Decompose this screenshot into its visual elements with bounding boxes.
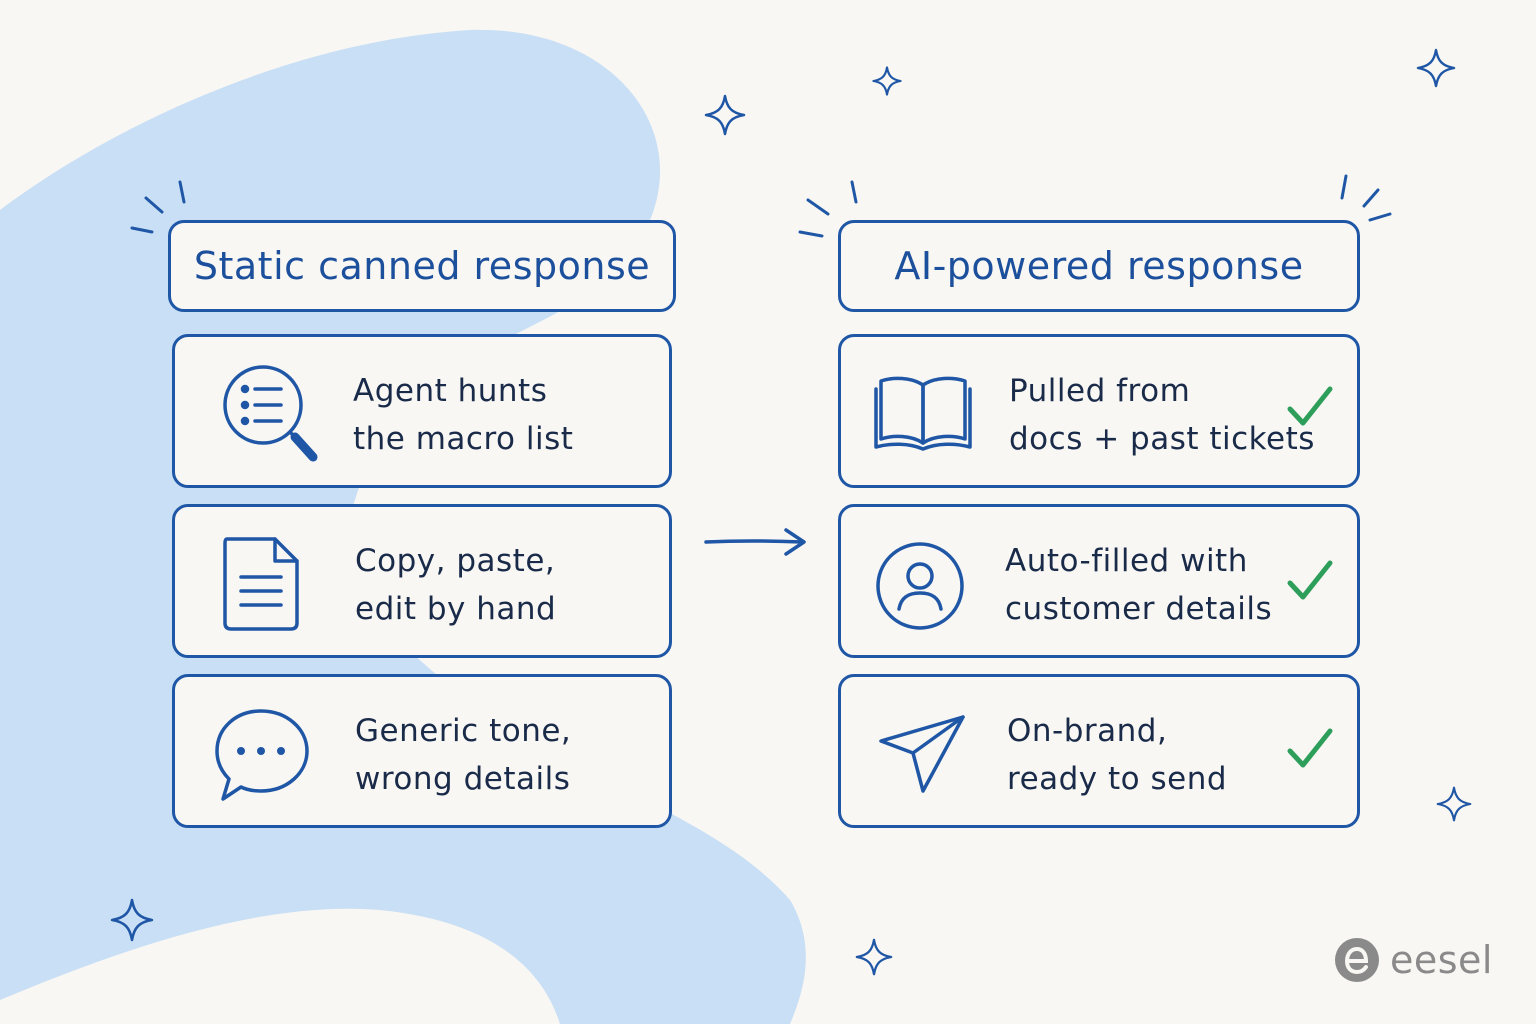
left-row-2: Copy, paste,edit by hand: [172, 504, 672, 658]
left-row-3: Generic tone,wrong details: [172, 674, 672, 828]
user-profile-icon: [876, 542, 964, 630]
document-icon: [223, 537, 299, 631]
eesel-logo: eesel: [1334, 936, 1493, 984]
checkmark-icon: [1287, 386, 1333, 426]
row-text: Copy, paste,edit by hand: [355, 543, 557, 627]
left-column-title-box: Static canned response: [168, 220, 676, 312]
sparkle-icon: [872, 66, 902, 96]
sparkle-icon: [110, 898, 154, 942]
row-text: Generic tone,wrong details: [355, 713, 572, 797]
sparkle-icon: [1416, 48, 1456, 88]
emphasis-marks: [1340, 174, 1392, 222]
emphasis-marks: [798, 180, 858, 238]
sparkle-icon: [1436, 786, 1472, 822]
right-row-3: On-brand,ready to send: [838, 674, 1360, 828]
left-column-title: Static canned response: [193, 244, 651, 288]
checkmark-icon: [1287, 560, 1333, 600]
open-book-icon: [874, 376, 972, 451]
right-column-title-box: AI-powered response: [838, 220, 1360, 312]
right-column-title: AI-powered response: [894, 244, 1304, 288]
paper-plane-icon: [879, 715, 965, 793]
eesel-wordmark: eesel: [1390, 938, 1493, 982]
sparkle-icon: [704, 94, 746, 136]
row-text: On-brand,ready to send: [1007, 713, 1228, 797]
search-list-icon: [223, 365, 318, 462]
emphasis-marks: [130, 180, 186, 234]
checkmark-icon: [1287, 728, 1333, 768]
sparkle-icon: [855, 938, 893, 976]
chat-bubble-icon: [215, 709, 309, 801]
arrow-right-icon: [704, 528, 806, 556]
eesel-logo-mark-icon: [1335, 938, 1379, 982]
